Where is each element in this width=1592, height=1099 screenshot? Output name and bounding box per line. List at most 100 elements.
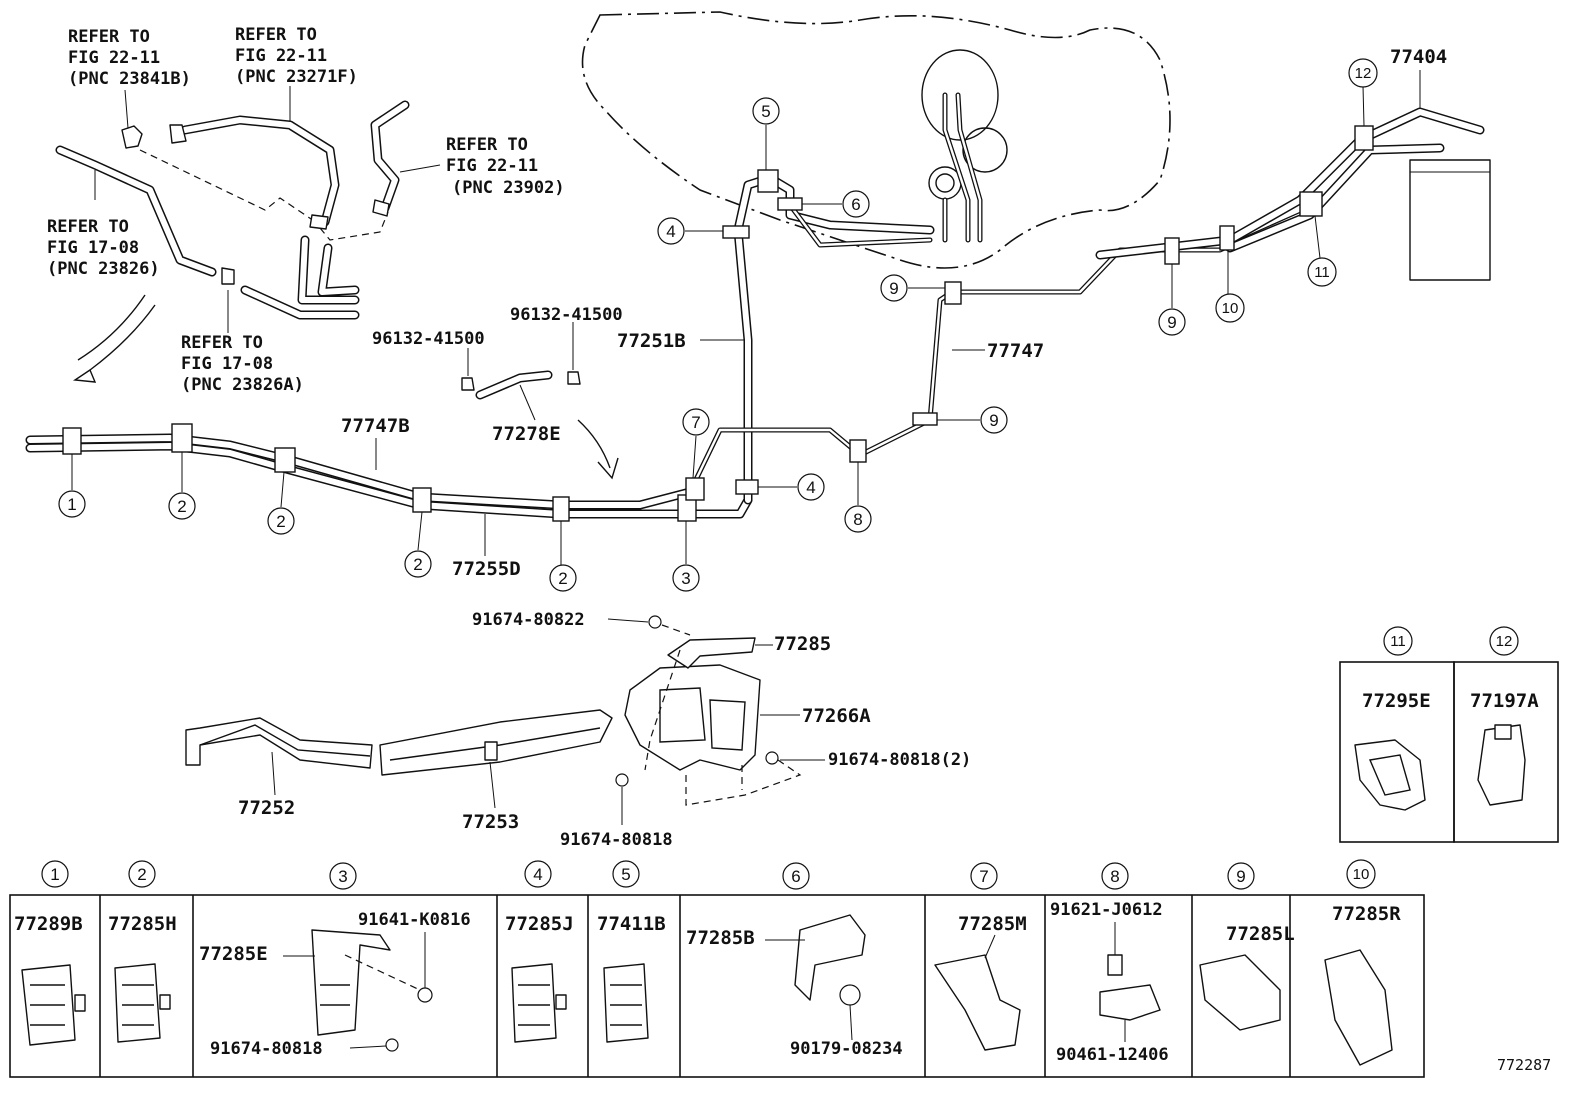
detail-box-6: 6 77285B 90179-08234 [686,862,903,1059]
callout-9: 9 [1158,308,1186,336]
fuel-pump-assembly [921,49,1008,243]
reference-line: FIG 22-11 [446,156,538,176]
svg-text:11: 11 [1390,633,1406,650]
detail-box-4: 4 77285J [505,860,574,1043]
detail-part-label: 77285L [1226,923,1295,945]
callout-9: 9 [980,406,1008,434]
svg-text:3: 3 [338,867,347,886]
detail-box-1: 1 77289B [14,860,86,1046]
reference-line: REFER TO [68,27,150,47]
callout-8: 8 [844,505,872,533]
callout-4: 4 [797,473,825,501]
engine-side-hoses [55,86,441,383]
detail-part-label: 77285J [505,913,574,935]
callout-12: 12 [1348,58,1378,88]
reference-line: REFER TO [235,25,317,45]
detail-part-label: 77285H [108,913,177,935]
callout-7: 7 [682,408,710,436]
detail-box-8: 8 91621-J0612 90461-12406 [1050,862,1169,1065]
detail-part-label: 77197A [1470,690,1539,712]
part-label-bolt: 91674-80822 [472,610,585,630]
svg-text:2: 2 [177,497,186,516]
svg-text:1: 1 [50,865,59,884]
callout-2: 2 [168,492,196,520]
reference-line: REFER TO [47,217,129,237]
reference-line: FIG 17-08 [181,354,273,374]
reference-note-23902: REFER TO FIG 22-11 (PNC 23902) [446,135,565,198]
reference-line: REFER TO [181,333,263,353]
svg-text:12: 12 [1355,65,1372,82]
detail-box-5: 5 77411B [597,860,666,1043]
reference-line: (PNC 23271F) [235,67,358,87]
callout-6: 6 [842,190,870,218]
diagram-id: 772287 [1497,1056,1551,1074]
callout-2: 2 [267,507,295,535]
hose-77278e [461,322,581,421]
part-label-hose-clip: 96132-41500 [510,305,623,325]
detail-part-label: 77285M [958,913,1027,935]
callout-11: 11 [1307,257,1337,287]
svg-text:11: 11 [1314,264,1330,281]
detail-part-label: 77289B [14,913,83,935]
leader-lines [71,70,1421,565]
svg-text:9: 9 [989,411,998,430]
part-label-77747: 77747 [987,340,1044,362]
part-label-77253: 77253 [462,811,519,833]
detail-box-2: 2 77285H [108,860,177,1043]
detail-box-12: 12 77197A [1453,626,1559,843]
reference-line: FIG 22-11 [68,48,160,68]
svg-text:10: 10 [1353,866,1370,883]
part-label-77252: 77252 [238,797,295,819]
reference-line: (PNC 23902) [452,178,565,198]
protector-assembly [185,615,825,825]
part-label-77278e: 77278E [492,423,561,445]
callout-9: 9 [880,274,908,302]
svg-text:5: 5 [621,865,630,884]
detail-strip [9,894,1425,1078]
svg-text:4: 4 [666,222,675,241]
detail-part-label: 77285R [1332,903,1401,925]
callout-10: 10 [1215,293,1245,323]
callout-1: 1 [58,490,86,518]
svg-text:1: 1 [67,495,76,514]
part-label-77251b: 77251B [617,330,686,352]
svg-text:9: 9 [1167,313,1176,332]
reference-note-23826a: REFER TO FIG 17-08 (PNC 23826A) [181,333,304,395]
direction-arrow [577,419,619,480]
callout-4: 4 [657,217,685,245]
detail-part-label: 90179-08234 [790,1039,903,1059]
part-label-77747b: 77747B [341,415,410,437]
svg-text:12: 12 [1496,633,1513,650]
detail-part-label: 77285B [686,927,755,949]
pipe-77404-evap [1095,107,1491,281]
svg-text:9: 9 [889,279,898,298]
svg-text:3: 3 [681,569,690,588]
svg-text:2: 2 [558,569,567,588]
svg-text:7: 7 [691,413,700,432]
svg-text:4: 4 [533,865,542,884]
detail-box-10: 10 77285R [1324,859,1401,1066]
fuel-tank-outline [581,11,1171,269]
detail-part-label: 77285E [199,943,268,965]
svg-text:4: 4 [806,478,815,497]
detail-box-3: 3 77285E 91641-K0816 91674-80818 [199,862,471,1059]
pipe-77251b [733,173,935,505]
reference-line: (PNC 23826A) [181,375,304,395]
detail-part-label: 91641-K0816 [358,910,471,930]
reference-line: (PNC 23826) [47,259,160,279]
reference-line: FIG 17-08 [47,238,139,258]
part-label-77404: 77404 [1390,46,1447,68]
callout-3: 3 [672,564,700,592]
callout-2: 2 [404,550,432,578]
svg-text:2: 2 [137,865,146,884]
reference-note-23826: REFER TO FIG 17-08 (PNC 23826) [47,217,160,279]
reference-line: REFER TO [446,135,528,155]
detail-part-label: 91621-J0612 [1050,900,1163,920]
part-label-hose-clip: 96132-41500 [372,329,485,349]
part-label-77285: 77285 [774,633,831,655]
svg-text:2: 2 [413,555,422,574]
svg-text:5: 5 [761,102,770,121]
svg-text:8: 8 [853,510,862,529]
pipe-clamps [62,125,1374,522]
